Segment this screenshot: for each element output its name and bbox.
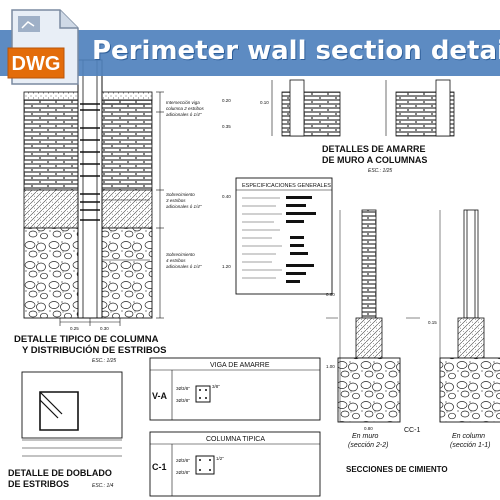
dwg-badge: DWG <box>12 53 61 75</box>
dim-010: 0.10 <box>260 100 269 105</box>
column-detail-title-1: DETALLE TIPICO DE COLUMNA <box>14 334 159 345</box>
viga-code: V-A <box>152 391 168 401</box>
viga-bars-top: 3Ø3/8" <box>176 386 190 391</box>
viga-title: VIGA DE AMARRE <box>210 362 270 369</box>
amarre-scale: ESC.: 1/25 <box>368 168 392 174</box>
note-sobrecimiento-3: adicionales ó 1/4" <box>166 204 202 209</box>
columna-bars-bottom: 2Ø3/8" <box>176 470 190 475</box>
column-detail-scale: ESC.: 1/25 <box>92 358 116 364</box>
cc1-label: CC-1 <box>404 427 420 434</box>
secciones-title: SECCIONES DE CIMIENTO <box>346 465 448 474</box>
column-detail-title-2: Y DISTRIBUCIÓN DE ESTRIBOS <box>22 344 166 356</box>
amarre-details <box>271 79 455 137</box>
doblado-title-2: DE ESTRIBOS <box>8 479 69 489</box>
dim-040: 0.40 <box>222 194 231 199</box>
columna-bars-top: 2Ø3/8" <box>176 458 190 463</box>
note-cimiento-1: Sobrecimiento <box>166 252 195 257</box>
note-sobrecimiento-1: Sobrecimiento <box>166 192 195 197</box>
title-banner <box>0 30 500 76</box>
dim-060: 0.60 <box>326 292 335 297</box>
section-22-label: (sección 2-2) <box>348 442 388 449</box>
note-interseccion-3: adicionales ó 1/4" <box>166 112 202 117</box>
columna-code: C-1 <box>152 462 167 472</box>
dim-030: 0.30 <box>100 326 109 331</box>
text-labels: DETALLE TIPICO DE COLUMNA Y DISTRIBUCIÓN… <box>8 98 490 489</box>
column-detail <box>23 59 164 326</box>
specifications-title: ESPECIFICACIONES GENERALES <box>242 183 331 189</box>
foundation-sections <box>326 209 500 423</box>
note-interseccion-2: columna 2 estribos <box>166 106 205 111</box>
dim-025: 0.25 <box>70 326 79 331</box>
note-sobrecimiento-2: 3 estribos <box>166 198 186 203</box>
section-tables <box>149 357 321 497</box>
dwg-file-icon: DWG <box>7 9 79 85</box>
en-muro-label: En muro <box>352 433 379 440</box>
dim-080: 0.80 <box>364 426 373 431</box>
viga-bars-bottom: 3Ø3/8" <box>176 398 190 403</box>
banner-title: Perimeter wall section details <box>92 36 500 66</box>
note-cimiento-3: adicionales ó 1/4" <box>166 264 202 269</box>
note-cimiento-2: 4 estribos <box>166 258 186 263</box>
dim-015: 0.15 <box>428 320 437 325</box>
en-column-label: En column <box>452 433 485 440</box>
stirrup-bend-detail <box>21 371 123 457</box>
dim-12: 1/2" <box>216 456 224 461</box>
section-11-label: (sección 1-1) <box>450 442 490 449</box>
dim-020: 0.20 <box>222 98 231 103</box>
dim-035: 0.35 <box>222 124 231 129</box>
dim-38: 3/8" <box>212 384 220 389</box>
specifications-box <box>235 177 333 295</box>
amarre-title-2: DE MURO A COLUMNAS <box>322 155 427 165</box>
doblado-scale: ESC.: 1/4 <box>92 483 114 489</box>
columna-title: COLUMNA TIPICA <box>206 436 265 443</box>
note-interseccion-1: Intersección viga <box>166 100 200 105</box>
amarre-title-1: DETALLES DE AMARRE <box>322 144 426 154</box>
doblado-title-1: DETALLE DE DOBLADO <box>8 468 112 478</box>
dim-100: 1.00 <box>326 364 335 369</box>
dim-120: 1.20 <box>222 264 231 269</box>
